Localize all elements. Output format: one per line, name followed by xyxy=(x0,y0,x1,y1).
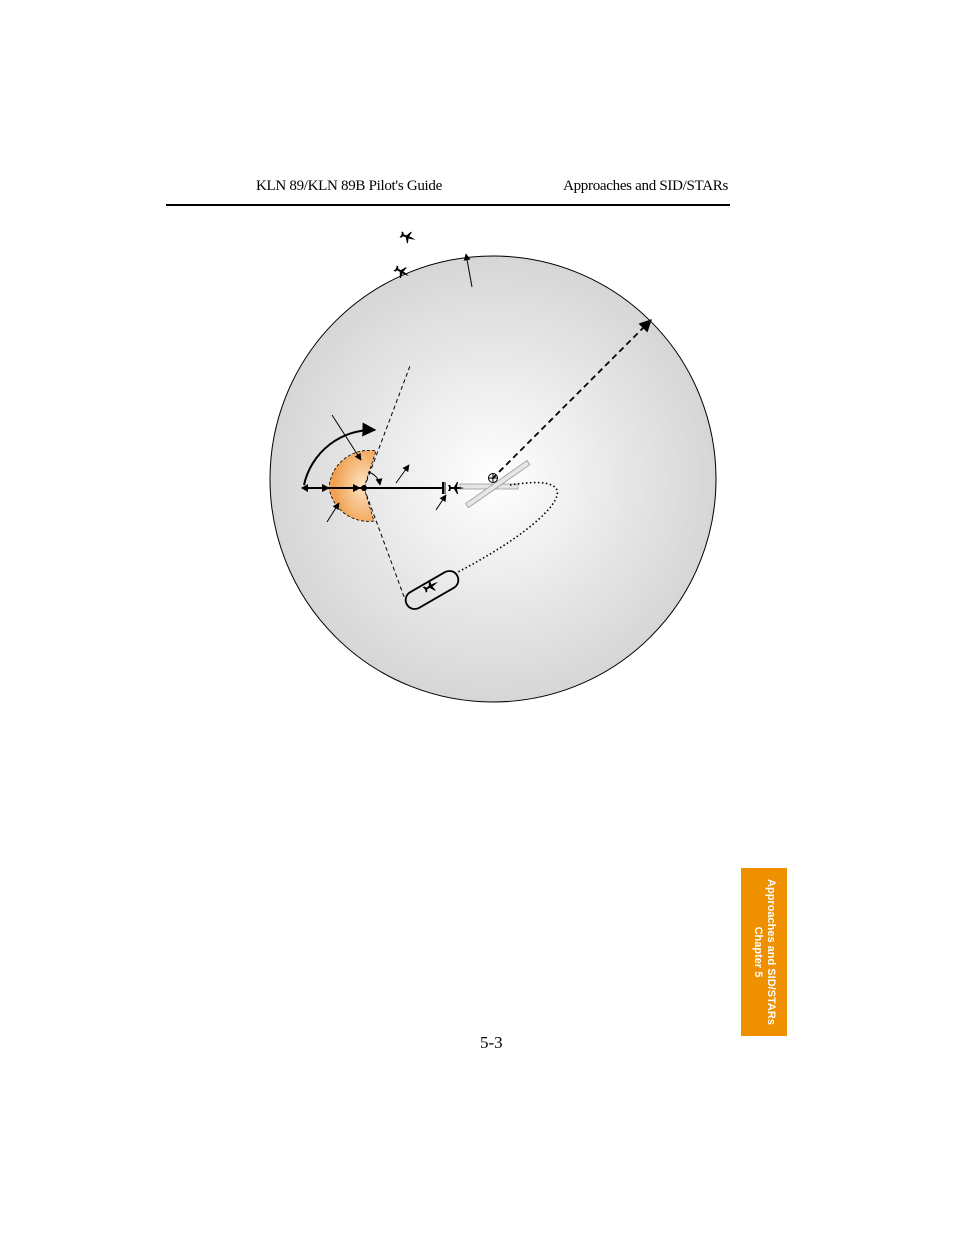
turn-arc xyxy=(303,422,377,486)
pointer-line xyxy=(331,414,362,461)
aircraft-icon xyxy=(398,228,418,246)
page-number: 5-3 xyxy=(480,1033,503,1052)
pointer-line xyxy=(326,502,340,523)
pointer-line xyxy=(463,253,473,288)
sector-line-lower xyxy=(363,487,407,603)
chapter-tab-title: Approaches and SID/STARs xyxy=(765,879,777,1025)
running-header-title: KLN 89/KLN 89B Pilot's Guide xyxy=(256,178,442,194)
chapter-tab-number: Chapter 5 xyxy=(752,926,764,978)
holding-pattern xyxy=(404,570,460,610)
sector-line-upper xyxy=(363,365,411,489)
chapter-tab: Approaches and SID/STARs Chapter 5 xyxy=(741,868,787,1036)
pointer-line xyxy=(435,494,447,511)
pointer-line xyxy=(395,464,410,484)
approach-diagram xyxy=(269,228,717,703)
airport-icon xyxy=(488,473,498,483)
angle-arc xyxy=(367,471,383,486)
header-rule xyxy=(166,204,730,206)
runway xyxy=(464,460,531,509)
radius-line xyxy=(491,319,652,480)
running-header-section: Approaches and SID/STARs xyxy=(563,178,728,194)
